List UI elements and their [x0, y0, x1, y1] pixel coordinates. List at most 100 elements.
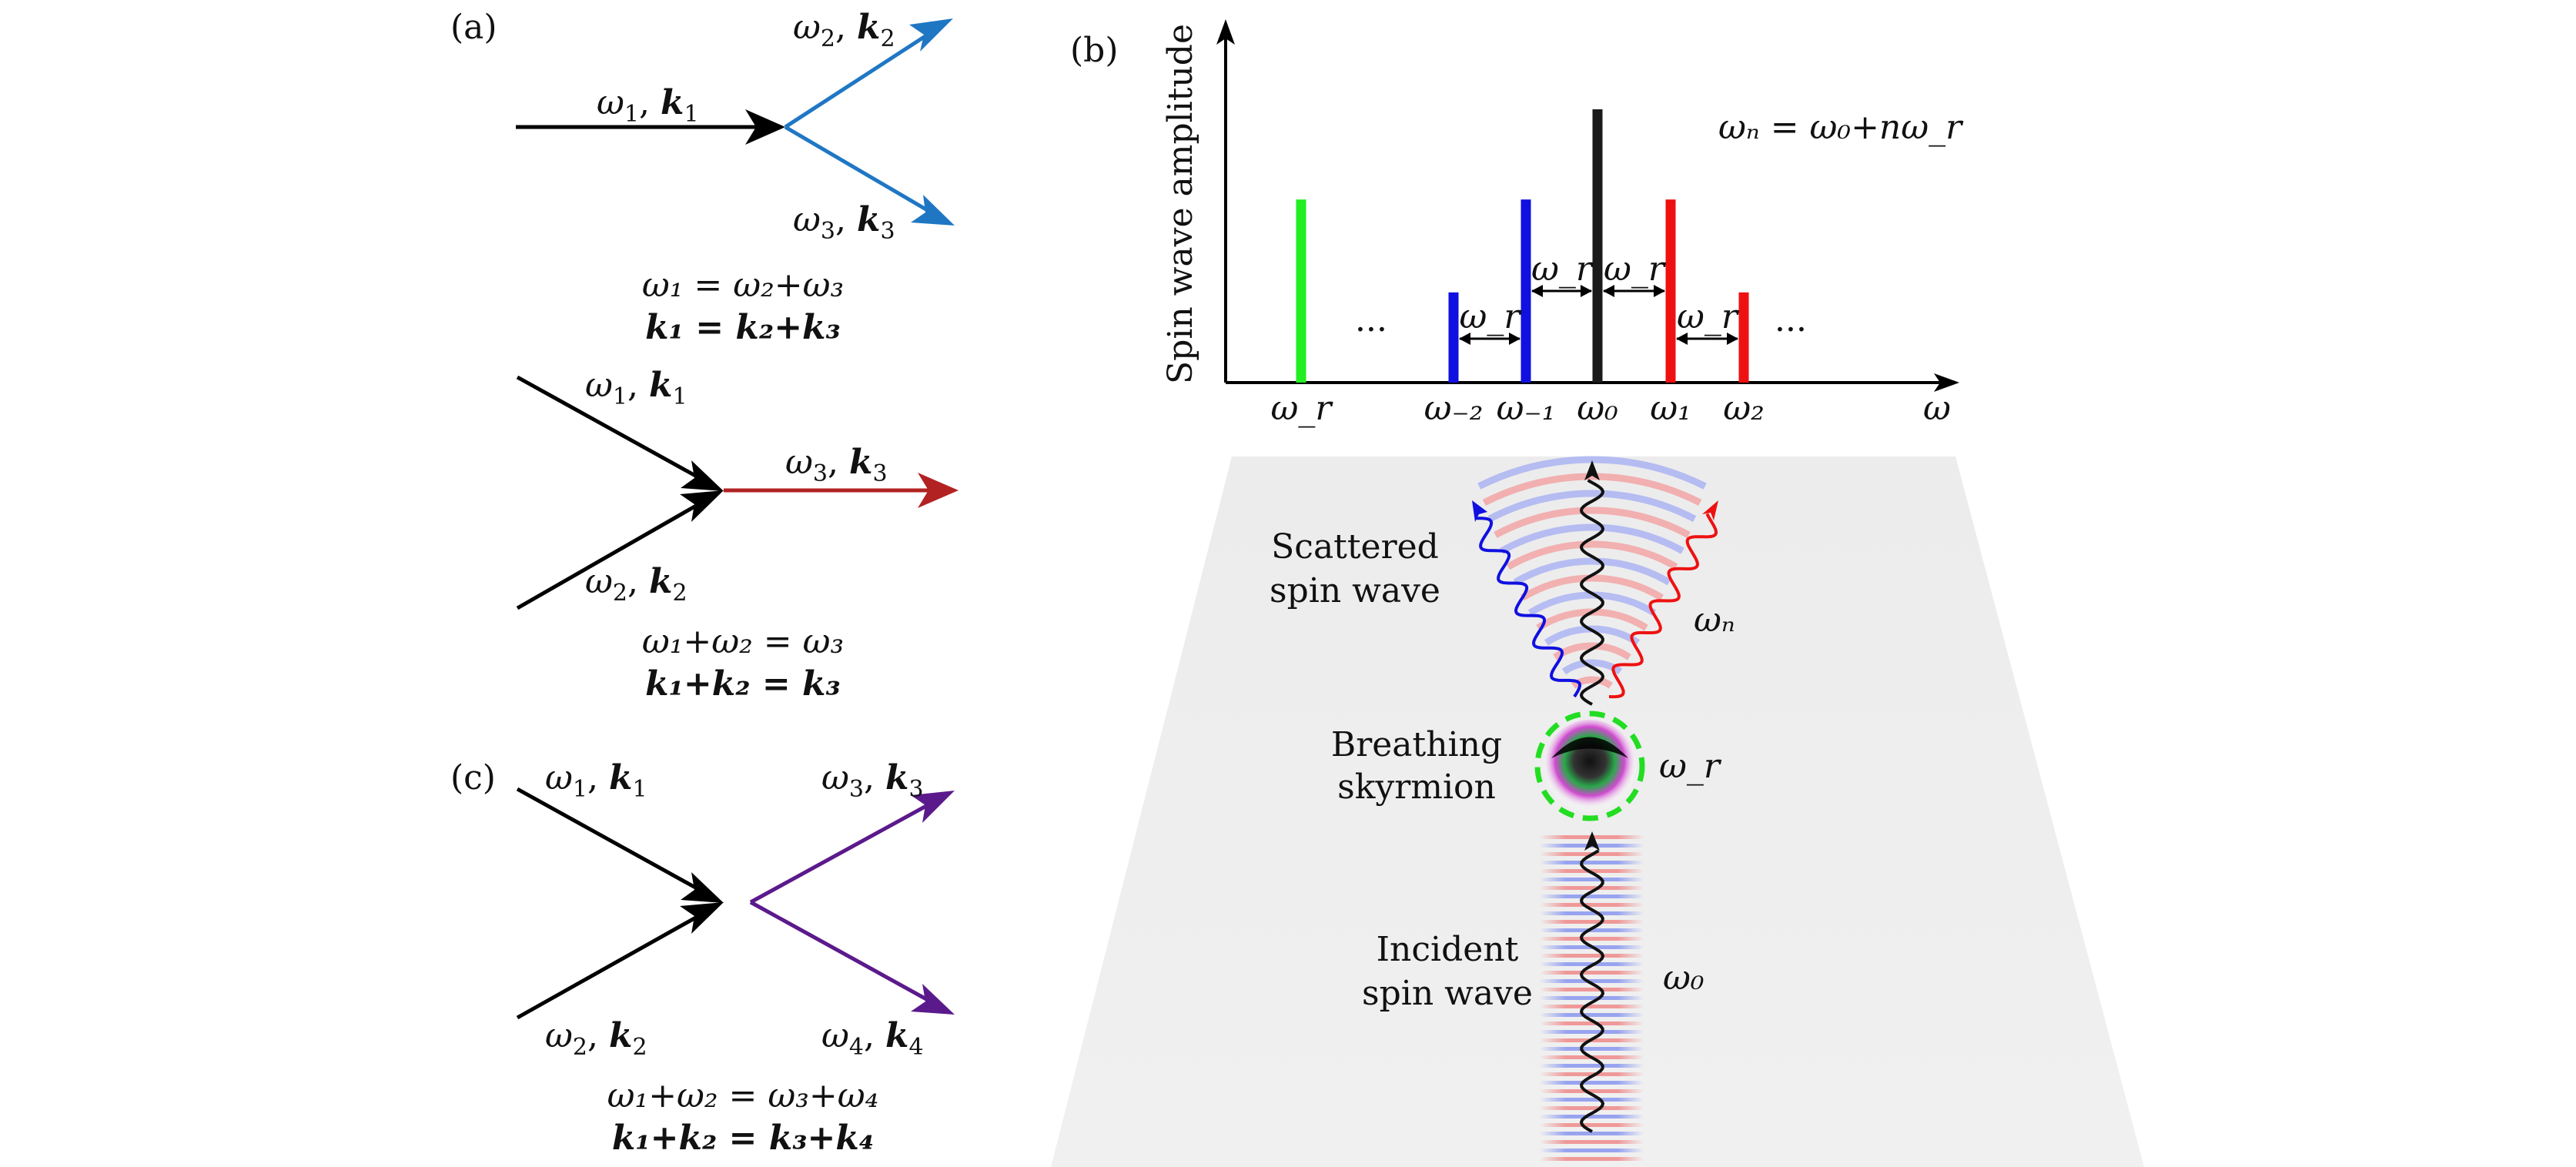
y-axis-label: Spin wave amplitude [1161, 24, 1200, 384]
tick-label-3: ω₀ [1577, 389, 1618, 428]
incident-stripe [1540, 878, 1644, 881]
tick-label-2: ω₋₁ [1497, 389, 1556, 428]
spacing-head-right-1 [1581, 285, 1592, 297]
x-axis-label: ω [1923, 389, 1951, 428]
bar-0 [1296, 199, 1306, 383]
merge-in-bottom-line [516, 494, 714, 610]
spacing-head-left-2 [1603, 285, 1614, 297]
scattered-arc [1482, 473, 1702, 507]
spacing-label-0: ω_r [1460, 297, 1523, 336]
merge-in-top-arrowhead [681, 460, 724, 491]
scattering-scene: Scattered spin wave Breathing skyrmion I… [1051, 456, 2144, 1167]
breathing-label-1: Breathing [1331, 725, 1502, 764]
incident-stripe [1540, 886, 1644, 890]
panel-a: (a) ω1, k1 ω2, k2 ω3, k3 ω₁ = ω₂+ω₃ k₁ =… [450, 8, 958, 704]
incident-stripe [1540, 911, 1644, 915]
skyrmion-dark-band [1551, 737, 1628, 758]
incident-stripe [1540, 979, 1644, 983]
breathing-label-2: skyrmion [1337, 767, 1496, 807]
split-out-top-line [784, 22, 945, 129]
spacing-label-1: ω_r [1531, 249, 1594, 289]
spacing-head-right-3 [1727, 333, 1738, 345]
spacing-label-3: ω_r [1677, 297, 1740, 336]
merge-eq-k: k₁+k₂ = k₃ [645, 664, 841, 704]
y-axis-arrowhead [1216, 19, 1235, 45]
incident-stripe [1540, 920, 1644, 924]
incident-stripe [1540, 1098, 1644, 1102]
three-magnon-splitting: ω1, k1 ω2, k2 ω3, k3 ω₁ = ω₂+ω₃ k₁ = k₂+… [516, 8, 955, 347]
split-out-top-arrowhead [909, 18, 953, 52]
merge-out-label: ω3, k3 [785, 443, 888, 487]
spacing-head-right-2 [1654, 285, 1665, 297]
incident-stripe [1540, 1115, 1644, 1119]
spacing-head-left-3 [1676, 333, 1688, 345]
incident-stripe [1540, 996, 1644, 1000]
merge-out-arrowhead [918, 473, 958, 508]
spectrum-bars [1296, 109, 1749, 383]
incident-stripe [1540, 1030, 1644, 1034]
bar-3 [1592, 109, 1603, 383]
c-in-top-label: ω1, k1 [545, 758, 647, 803]
omega-n-label: ωₙ [1694, 600, 1735, 640]
incident-stripe [1540, 1081, 1644, 1085]
merge-in-top-line [516, 375, 714, 487]
forward-scattered-arrow [1579, 479, 1605, 706]
bar-1 [1448, 292, 1459, 383]
c-out-bottom-line [749, 900, 945, 1011]
incident-stripe [1540, 1005, 1644, 1008]
bar-2 [1521, 199, 1531, 383]
incident-stripe [1540, 988, 1644, 991]
red-arrowhead [1702, 500, 1718, 520]
incident-stripe [1540, 937, 1644, 941]
spacing-head-left-0 [1459, 333, 1470, 345]
panel-b-label: (b) [1070, 31, 1119, 70]
breathing-skyrmion [1534, 711, 1645, 821]
scattered-arc [1487, 490, 1697, 523]
panel-c-label: (c) [450, 758, 496, 798]
scattered-label-1: Scattered [1271, 527, 1439, 567]
incident-label-1: Incident [1377, 930, 1519, 969]
merge-in-bottom-arrowhead [680, 490, 724, 522]
x-axis-arrowhead [1934, 373, 1959, 392]
incident-stripe [1540, 1157, 1644, 1161]
c-out-bottom-label: ω4, k4 [821, 1016, 924, 1061]
merge-in-top-label: ω1, k1 [585, 366, 687, 410]
merge-eq-omega: ω₁+ω₂ = ω₃ [642, 622, 844, 661]
split-out-bottom-label: ω3, k3 [793, 200, 895, 245]
red-scattered-arrow [1608, 513, 1718, 699]
incident-stripe [1540, 861, 1644, 864]
split-out-bottom-line [784, 125, 945, 222]
spacing-label-2: ω_r [1604, 249, 1667, 289]
forward-arrowhead [1584, 460, 1600, 480]
c-eq-k: k₁+k₂ = k₃+k₄ [612, 1119, 874, 1158]
tick-label-0: ω_r [1271, 389, 1334, 428]
split-eq-omega: ω₁ = ω₂+ω₃ [642, 266, 844, 305]
scattered-arc [1500, 523, 1684, 554]
spacing-head-left-1 [1531, 285, 1543, 297]
c-in-top-arrowhead [681, 872, 724, 903]
split-eq-k: k₁ = k₂+k₃ [645, 308, 841, 347]
scattered-arc [1494, 507, 1691, 539]
incident-stripe [1540, 1149, 1644, 1152]
c-out-top-label: ω3, k3 [821, 758, 924, 803]
split-out-top-label: ω2, k2 [793, 8, 895, 52]
omega-r-label: ω_r [1659, 747, 1722, 786]
tick-label-4: ω₁ [1650, 389, 1691, 428]
tick-label-1: ω₋₂ [1424, 389, 1484, 428]
scattered-wavefronts [1477, 456, 1707, 689]
scattered-arc [1477, 456, 1707, 490]
incident-stripe [1540, 1089, 1644, 1093]
blue-arrowhead [1472, 500, 1487, 522]
bar-5 [1738, 292, 1749, 383]
c-in-bottom-arrowhead [680, 902, 724, 934]
c-out-bottom-arrowhead [911, 984, 955, 1015]
c-in-bottom-line [516, 906, 714, 1020]
incident-stripe [1540, 1132, 1644, 1135]
scattered-label-2: spin wave [1270, 571, 1440, 610]
incident-stripe [1540, 1123, 1644, 1127]
incident-stripe [1540, 1140, 1644, 1144]
c-out-top-line [749, 794, 945, 905]
split-input-arrowhead [745, 109, 785, 145]
